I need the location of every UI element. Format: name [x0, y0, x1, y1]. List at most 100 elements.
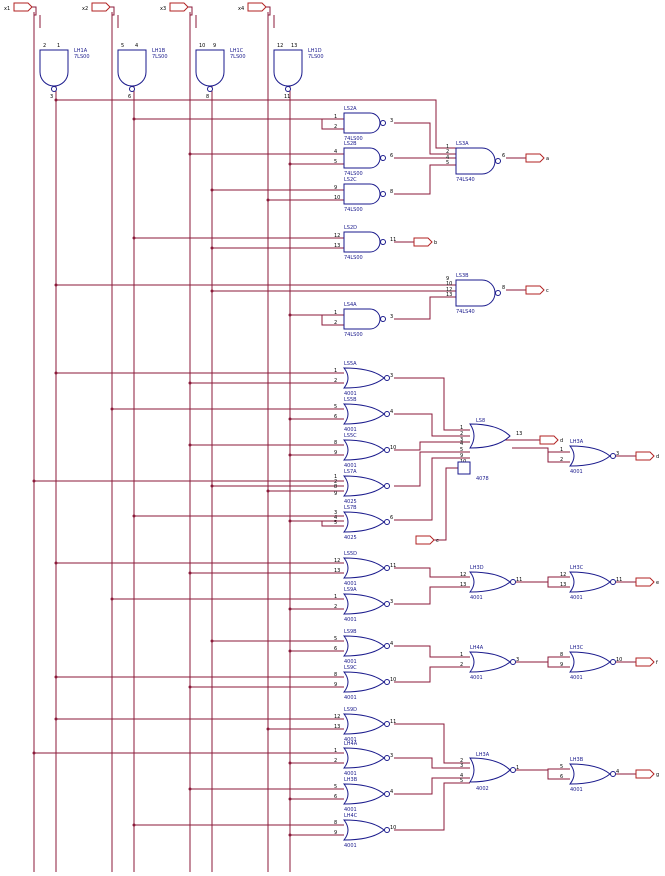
output-port-f: f [635, 657, 658, 667]
gate-ref: LS9A [344, 587, 357, 593]
pin-number: 9 [213, 43, 216, 49]
output-port-g: g [635, 769, 659, 779]
pin-number: 2 [334, 479, 337, 485]
gate-type: 74LS00 [344, 171, 363, 177]
junction-dot [210, 246, 214, 250]
junction-dot [54, 98, 58, 102]
junction-dot [210, 289, 214, 293]
pin-number: 5 [334, 520, 337, 526]
junction-dot [132, 236, 136, 240]
gate-ref: LS5B [344, 397, 357, 403]
gate-ref: LS9B [344, 629, 357, 635]
pin-number: 4 [460, 773, 463, 779]
pin-number: 2 [460, 431, 463, 437]
pin-number: 2 [560, 457, 563, 463]
gate-type: 7LS00 [74, 54, 90, 60]
wire [547, 770, 570, 780]
pin-number: 13 [516, 431, 522, 437]
gate-ref: LH1B [152, 48, 166, 54]
pin-number: 12 [334, 233, 340, 239]
pin-number: 12 [334, 558, 340, 564]
input-port-label: x3 [160, 6, 166, 12]
pin-number: 12 [277, 43, 283, 49]
pin-number: 6 [390, 515, 393, 521]
wire [394, 782, 470, 831]
gate-type: 4001 [570, 595, 583, 601]
gate-type: 7LS00 [152, 54, 168, 60]
pin-number: 3 [460, 437, 463, 443]
gate-ref: LH1D [308, 48, 322, 54]
pin-number: 10 [390, 825, 396, 831]
input-port-x3: x3 [160, 2, 189, 12]
pin-number: 6 [128, 94, 131, 100]
nor-gate: LS5A 4001 [342, 361, 390, 397]
gate-type: 4001 [344, 391, 357, 397]
gate-ref: LS2D [344, 225, 357, 231]
gate-type: 4001 [344, 843, 357, 849]
pin-number: 1 [460, 425, 463, 431]
wire [56, 99, 456, 149]
pin-number: 1 [334, 368, 337, 374]
gate-ref: LS9C [344, 665, 357, 671]
gate-ref: LH3C [570, 565, 584, 571]
output-port-d: d [539, 435, 563, 445]
junction-dot [288, 797, 292, 801]
pin-number: 9 [460, 453, 463, 459]
gate-type: 7LS00 [308, 54, 324, 60]
output-port-label: g [656, 772, 659, 778]
gate-ref: LH3B [570, 757, 584, 763]
junction-dot [288, 519, 292, 523]
pin-number: 4 [460, 441, 463, 447]
junction-dot [288, 607, 292, 611]
pin-number: 9 [334, 830, 337, 836]
gate-ref: LH3D [470, 565, 484, 571]
pin-number: 4 [390, 641, 393, 647]
pin-number: 3 [460, 763, 463, 769]
pin-number: 3 [390, 373, 393, 379]
output-port-c: c [525, 285, 549, 295]
pin-number: 1 [516, 765, 519, 771]
gate-type: 4001 [470, 675, 483, 681]
pin-number: 3 [516, 657, 519, 663]
junction-dot [188, 381, 192, 385]
gate-type: 4001 [570, 675, 583, 681]
gate-type: 74LS40 [456, 309, 475, 315]
pin-number: 5 [334, 159, 337, 165]
pin-number: 11 [390, 563, 396, 569]
junction-dot [110, 407, 114, 411]
pin-number: 9 [334, 450, 337, 456]
pin-number: 11 [284, 94, 290, 100]
junction-dot [210, 188, 214, 192]
gate-type: 4002 [476, 786, 489, 792]
junction-dot [54, 561, 58, 565]
pin-number: 8 [390, 189, 393, 195]
gate-ref: LS4A [344, 302, 357, 308]
pin-number: 10 [334, 195, 340, 201]
pin-number: 6 [502, 153, 505, 159]
pin-number: 3 [390, 118, 393, 124]
junction-dot [288, 162, 292, 166]
wire [516, 656, 570, 663]
pin-number: 13 [560, 582, 566, 588]
gate-ref: LS5A [344, 361, 357, 367]
pin-number: 8 [334, 672, 337, 678]
wire [394, 296, 456, 320]
gate-ref: LH1A [74, 48, 88, 54]
pin-number: 11 [616, 577, 622, 583]
junction-dot [188, 787, 192, 791]
pin-number: 6 [390, 153, 393, 159]
pin-number: 8 [502, 285, 505, 291]
gate-ref: LH4A [344, 741, 358, 747]
pin-number: 12 [460, 572, 466, 578]
